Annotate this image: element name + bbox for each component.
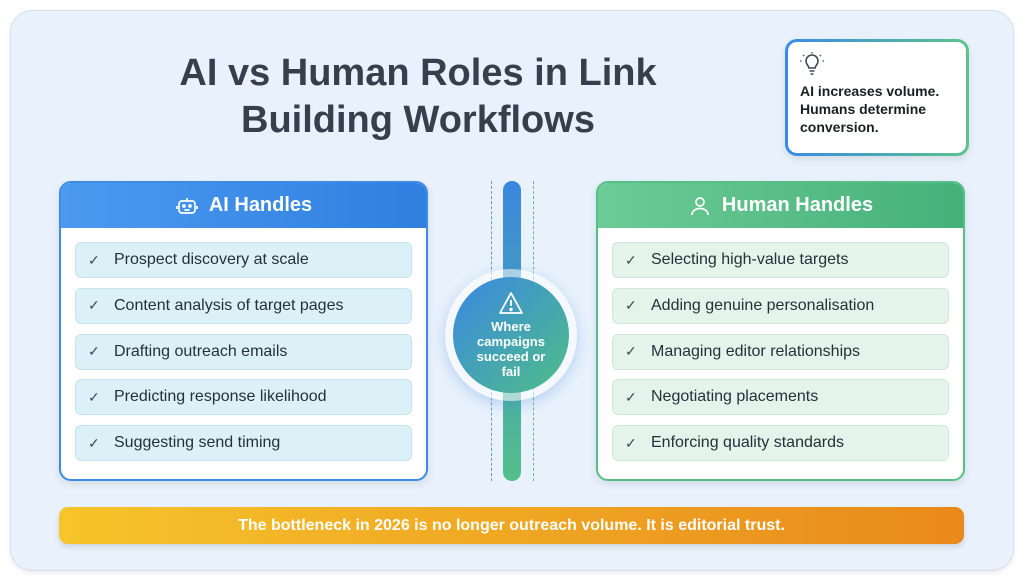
check-icon: ✓ [88, 251, 100, 268]
human-panel-title: Human Handles [721, 194, 874, 216]
item-label: Predicting response likelihood [114, 388, 327, 406]
bottom-banner: The bottleneck in 2026 is no longer outr… [59, 507, 964, 544]
list-item: ✓ Adding genuine personalisation [612, 287, 949, 324]
item-label: Managing editor relationships [651, 342, 861, 360]
list-item: ✓ Negotiating placements [612, 379, 949, 416]
list-item: ✓ Content analysis of target pages [75, 287, 412, 324]
list-item: ✓ Suggesting send timing [75, 425, 412, 462]
list-item: ✓ Predicting response likelihood [75, 379, 412, 416]
ai-panel-header: AI Handles [61, 183, 426, 228]
list-item: ✓ Enforcing quality standards [612, 425, 949, 462]
check-icon: ✓ [88, 434, 100, 451]
list-item: ✓ Drafting outreach emails [75, 333, 412, 370]
item-label: Content analysis of target pages [114, 296, 344, 314]
check-icon: ✓ [625, 388, 637, 405]
check-icon: ✓ [625, 251, 637, 268]
callout-text: AI increases volume. Humans determine co… [800, 83, 940, 135]
check-icon: ✓ [625, 343, 637, 360]
warning-icon [499, 292, 523, 314]
list-item: ✓ Managing editor relationships [612, 333, 949, 370]
page-title: AI vs Human Roles in Link Building Workf… [179, 52, 657, 141]
ai-handles-panel: AI Handles ✓Prospect discovery at scale … [59, 181, 428, 481]
check-icon: ✓ [625, 434, 637, 451]
human-handles-panel: Human Handles ✓ Selecting high-value targ… [596, 181, 965, 481]
center-text: Where campaigns succeed or fail [476, 319, 546, 379]
check-icon: ✓ [625, 297, 637, 314]
center-circle: Where campaigns succeed or fail [453, 277, 569, 393]
item-label: Selecting high-value targets [651, 251, 849, 268]
check-icon: ✓ [88, 343, 100, 360]
ai-panel-title: AI Handles [208, 194, 313, 216]
person-icon [691, 196, 709, 215]
item-label: Adding genuine personalisation [651, 296, 875, 314]
callout-box: AI increases volume. Humans determine co… [785, 39, 969, 156]
item-label: Negotiating placements [651, 388, 819, 406]
list-item: ✓ Selecting high-value targets [612, 242, 949, 278]
item-label: Suggesting send timing [114, 434, 281, 452]
robot-icon [175, 197, 198, 214]
item-label: Prospect discovery at scale [114, 251, 309, 268]
item-label: Drafting outreach emails [114, 342, 288, 360]
check-icon: ✓ [88, 297, 100, 314]
check-icon: ✓ [88, 388, 100, 405]
item-label: Enforcing quality standards [651, 434, 844, 452]
lightbulb-icon [800, 52, 824, 75]
list-item: ✓ Prospect discovery at scale [75, 242, 412, 278]
human-panel-header: Human Handles [598, 183, 963, 228]
